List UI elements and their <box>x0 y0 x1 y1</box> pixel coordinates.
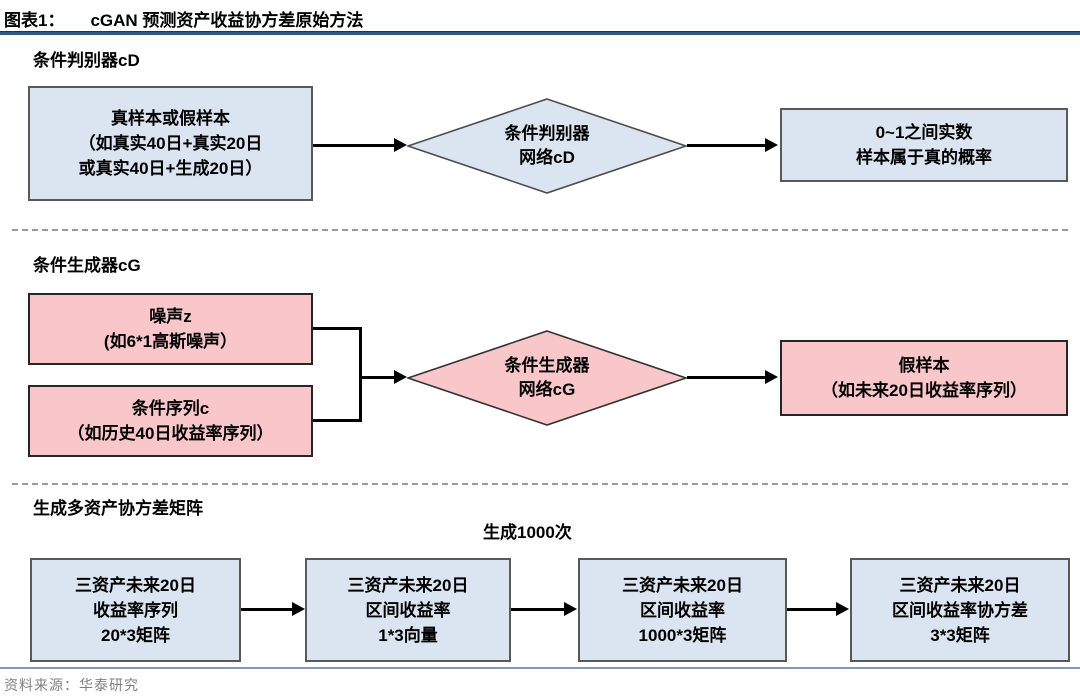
section1-output-line1: 0~1之间实数 <box>875 123 973 142</box>
section3-box4-line1: 三资产未来20日 <box>899 575 1021 595</box>
section1-diamond-line1: 条件判别器 <box>504 124 590 143</box>
source-note: 资料来源：华泰研究 <box>4 679 139 694</box>
section3-box2-line1: 三资产未来20日 <box>347 575 469 595</box>
section2-arrow1-line <box>359 376 396 379</box>
arrow-right-icon <box>292 602 305 616</box>
arrow-right-icon <box>765 138 778 152</box>
section3-label: 生成多资产协方差矩阵 <box>33 499 203 518</box>
section3-box1-line1: 三资产未来20日 <box>75 575 196 595</box>
connector-vertical-line <box>359 327 362 422</box>
section1-output-box: 0~1之间实数 样本属于真的概率 <box>780 108 1068 182</box>
section1-input-box: 真样本或假样本 （如真实40日+真实20日 或真实40日+生成20日） <box>28 86 313 201</box>
diamond-shape-icon <box>407 330 687 426</box>
section3-box2: 三资产未来20日 区间收益率 1*3向量 <box>305 558 511 662</box>
section1-diamond: 条件判别器 网络cD <box>407 98 687 194</box>
section2-label: 条件生成器cG <box>33 256 141 275</box>
section1-input-line1: 真样本或假样本 <box>111 109 230 128</box>
section2-noise-box: 噪声z (如6*1高斯噪声） <box>28 293 313 365</box>
section1-diamond-line2: 网络cD <box>519 148 575 167</box>
section2-diamond-line1: 条件生成器 <box>504 356 590 375</box>
section2-condition-line1: 条件序列c <box>131 399 210 418</box>
section3-box4-line2: 区间收益率协方差 <box>892 600 1028 620</box>
section3-box2-line2: 区间收益率 <box>365 600 451 620</box>
section2-noise-line2: (如6*1高斯噪声） <box>103 332 238 351</box>
section1-input-line3: 或真实40日+生成20日） <box>78 159 263 178</box>
section1-diamond-text: 条件判别器 网络cD <box>407 98 687 194</box>
section2-output-box: 假样本 （如未来20日收益率序列） <box>780 340 1068 416</box>
footer-divider <box>0 667 1080 669</box>
section2-output-line1: 假样本 <box>898 356 950 375</box>
section1-output-line2: 样本属于真的概率 <box>856 148 992 167</box>
section3-repeat-label: 生成1000次 <box>483 523 572 542</box>
section-divider <box>12 229 1068 231</box>
figure-title: 图表1： cGAN 预测资产收益协方差原始方法 <box>4 6 363 31</box>
section3-arrow2-line <box>511 608 565 611</box>
diamond-shape-icon <box>407 98 687 194</box>
section3-arrow3-line <box>787 608 837 611</box>
section3-box1-line3: 20*3矩阵 <box>101 625 170 645</box>
connector-bottom-line <box>313 419 362 422</box>
arrow-right-icon <box>394 370 407 384</box>
section3-box4-line3: 3*3矩阵 <box>930 625 990 645</box>
arrow-right-icon <box>836 602 849 616</box>
section2-diamond-text: 条件生成器 网络cG <box>407 330 687 426</box>
section1-arrow1-line <box>313 144 396 147</box>
figure-title-prefix: 图表1： <box>4 11 65 30</box>
section1-arrow2-line <box>687 144 767 147</box>
section3-box3-line2: 区间收益率 <box>640 600 725 620</box>
section3-box3: 三资产未来20日 区间收益率 1000*3矩阵 <box>578 558 787 662</box>
arrow-right-icon <box>765 370 778 384</box>
section1-label: 条件判别器cD <box>33 51 140 70</box>
section3-box2-line3: 1*3向量 <box>378 625 438 645</box>
section3-box1: 三资产未来20日 收益率序列 20*3矩阵 <box>30 558 241 662</box>
section2-condition-line2: （如历史40日收益率序列） <box>67 424 274 443</box>
section2-noise-line1: 噪声z <box>149 307 192 326</box>
section2-diamond-line2: 网络cG <box>518 380 576 399</box>
arrow-right-icon <box>394 138 407 152</box>
figure-title-text: cGAN 预测资产收益协方差原始方法 <box>90 11 364 30</box>
connector-top-line <box>313 327 362 330</box>
section3-arrow1-line <box>241 608 293 611</box>
section2-diamond: 条件生成器 网络cG <box>407 330 687 426</box>
section3-box1-line2: 收益率序列 <box>93 600 178 620</box>
section2-output-line2: （如未来20日收益率序列） <box>821 381 1027 400</box>
section-divider <box>12 483 1068 485</box>
section2-arrow2-line <box>687 376 767 379</box>
section3-box3-line3: 1000*3矩阵 <box>638 625 727 645</box>
arrow-right-icon <box>564 602 577 616</box>
section1-input-line2: （如真实40日+真实20日 <box>78 134 263 153</box>
section3-box3-line1: 三资产未来20日 <box>622 575 743 595</box>
title-underline <box>0 31 1080 35</box>
section2-condition-box: 条件序列c （如历史40日收益率序列） <box>28 385 313 457</box>
section3-box4: 三资产未来20日 区间收益率协方差 3*3矩阵 <box>850 558 1070 662</box>
